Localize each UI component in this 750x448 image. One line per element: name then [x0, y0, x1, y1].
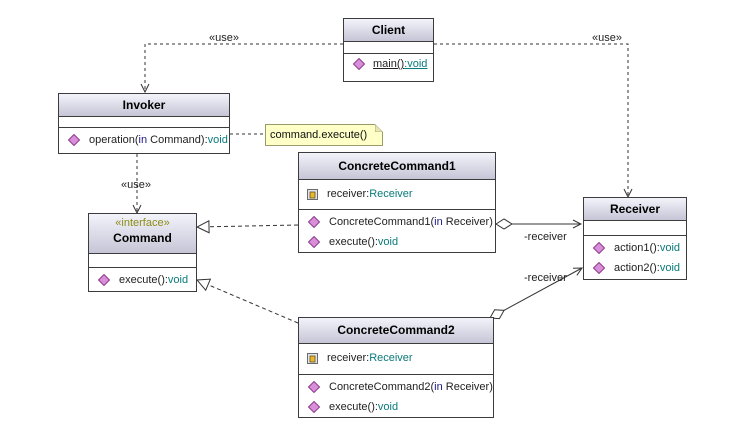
- note-fold-icon: [375, 124, 383, 132]
- class-concrete-command2-header: ConcreteCommand2: [299, 318, 493, 344]
- class-receiver[interactable]: Receiver action1():void action2():void: [583, 197, 687, 280]
- class-client-name: Client: [371, 23, 406, 37]
- interface-command-operations: execute():void: [89, 268, 196, 290]
- class-concrete-command2-attributes: receiver:Receiver: [299, 344, 493, 375]
- attribute-receiver[interactable]: receiver:Receiver: [299, 348, 493, 368]
- class-concrete-command1-attributes: receiver:Receiver: [299, 180, 495, 210]
- operation-action2[interactable]: action2():void: [584, 258, 686, 278]
- use-label-client-receiver: «use»: [592, 32, 622, 44]
- operation-icon: [308, 236, 320, 248]
- realization-concrete1-command: [197, 225, 299, 227]
- note-text: command.execute(): [270, 129, 368, 141]
- role-label-receiver-2: -receiver: [524, 272, 567, 284]
- private-attribute-icon: [307, 189, 318, 200]
- operation-icon: [593, 262, 605, 274]
- operation-execute[interactable]: execute():void: [89, 270, 196, 290]
- class-invoker[interactable]: Invoker operation(in Command):void: [58, 93, 230, 154]
- operation-main[interactable]: main():void: [344, 54, 433, 74]
- use-label-invoker-command: «use»: [121, 179, 151, 191]
- operation-execute[interactable]: execute():void: [299, 397, 493, 417]
- class-client[interactable]: Client main():void: [343, 18, 434, 82]
- operation-icon: [308, 216, 320, 228]
- operation-constructor[interactable]: ConcreteCommand2(in Receiver): [299, 377, 493, 397]
- class-receiver-header: Receiver: [584, 198, 686, 221]
- operation-icon: [593, 242, 605, 254]
- interface-command[interactable]: «interface» Command execute():void: [88, 213, 197, 292]
- operation-action1[interactable]: action1():void: [584, 238, 686, 258]
- realization-concrete2-command: [197, 280, 299, 324]
- role-label-receiver-1: -receiver: [524, 231, 567, 243]
- class-concrete-command2-name: ConcreteCommand2: [337, 323, 455, 337]
- interface-command-attributes: [89, 254, 196, 268]
- class-invoker-name: Invoker: [122, 98, 166, 112]
- class-client-header: Client: [344, 19, 433, 42]
- interface-stereotype: «interface»: [115, 217, 170, 229]
- class-receiver-attributes: [584, 221, 686, 236]
- class-concrete-command2-operations: ConcreteCommand2(in Receiver) execute():…: [299, 375, 493, 417]
- use-dependency-client-receiver: [434, 43, 628, 197]
- class-client-operations: main():void: [344, 54, 433, 74]
- class-invoker-operations: operation(in Command):void: [59, 128, 229, 150]
- class-concrete-command1-header: ConcreteCommand1: [299, 153, 495, 180]
- use-label-client-invoker: «use»: [209, 32, 239, 44]
- operation-execute[interactable]: execute():void: [299, 232, 495, 252]
- operation-icon: [308, 381, 320, 393]
- operation-icon: [68, 134, 80, 146]
- class-receiver-name: Receiver: [609, 202, 661, 216]
- interface-command-header: «interface» Command: [89, 214, 196, 254]
- class-concrete-command1-operations: ConcreteCommand1(in Receiver) execute():…: [299, 210, 495, 252]
- operation-constructor[interactable]: ConcreteCommand1(in Receiver): [299, 212, 495, 232]
- class-client-attributes: [344, 42, 433, 54]
- class-invoker-header: Invoker: [59, 94, 229, 117]
- operation-operation[interactable]: operation(in Command):void: [59, 130, 229, 150]
- operation-icon: [308, 401, 320, 413]
- class-receiver-operations: action1():void action2():void: [584, 236, 686, 278]
- class-concrete-command1-name: ConcreteCommand1: [338, 159, 456, 173]
- operation-icon: [353, 58, 365, 70]
- aggregation-concrete2-receiver: [490, 268, 582, 318]
- class-invoker-attributes: [59, 117, 229, 128]
- use-dependency-client-invoker: [145, 43, 343, 92]
- note-command-execute[interactable]: command.execute(): [265, 124, 383, 146]
- class-concrete-command1[interactable]: ConcreteCommand1 receiver:Receiver Concr…: [298, 152, 496, 253]
- private-attribute-icon: [307, 353, 318, 364]
- interface-command-name: Command: [113, 231, 172, 245]
- attribute-receiver[interactable]: receiver:Receiver: [299, 184, 495, 204]
- class-concrete-command2[interactable]: ConcreteCommand2 receiver:Receiver Concr…: [298, 317, 494, 418]
- operation-icon: [98, 274, 110, 286]
